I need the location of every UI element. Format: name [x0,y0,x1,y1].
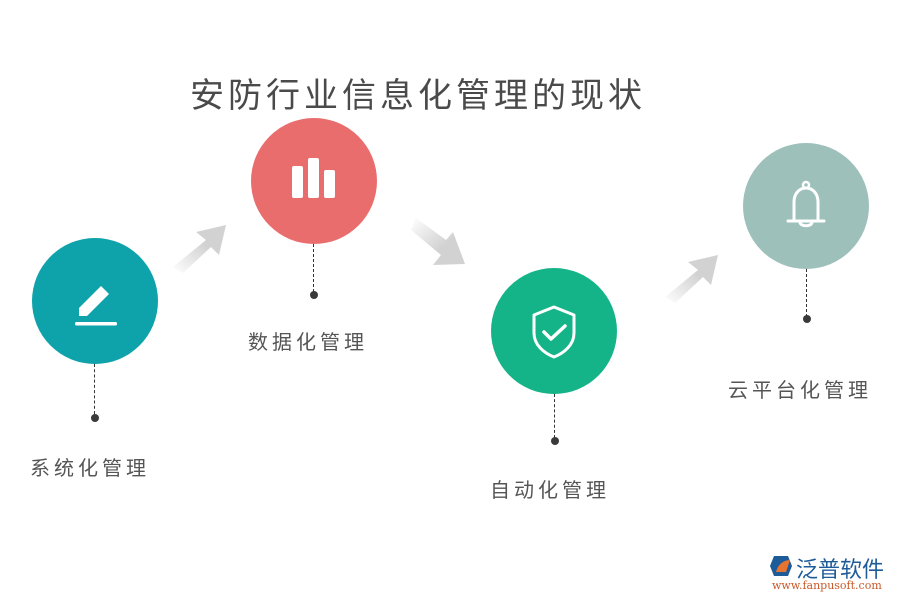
connector-dot [310,291,318,299]
logo-icon [770,556,792,576]
connector-dot [91,414,99,422]
page-title: 安防行业信息化管理的现状 [190,76,646,116]
arrow-icon [173,225,226,273]
connector-dot [803,315,811,323]
step-circle [491,268,617,394]
arrow-icon [665,255,718,303]
logo-brand-text: 泛普软件 [796,558,885,583]
logo-url-text: www.fanpusoft.com [772,579,882,592]
arrow-icon [411,218,465,265]
shield-check-icon [532,305,576,359]
step-circle [743,143,869,269]
bell-icon [786,180,826,228]
step-circle [32,238,158,364]
pencil-icon [75,286,117,326]
connector-dot [551,437,559,445]
step-label: 系统化管理 [30,456,150,480]
step-label: 数据化管理 [248,330,368,354]
step-circle [251,118,377,244]
bar-chart-icon [292,158,335,198]
step-label: 云平台化管理 [728,378,872,402]
step-label: 自动化管理 [490,478,610,502]
